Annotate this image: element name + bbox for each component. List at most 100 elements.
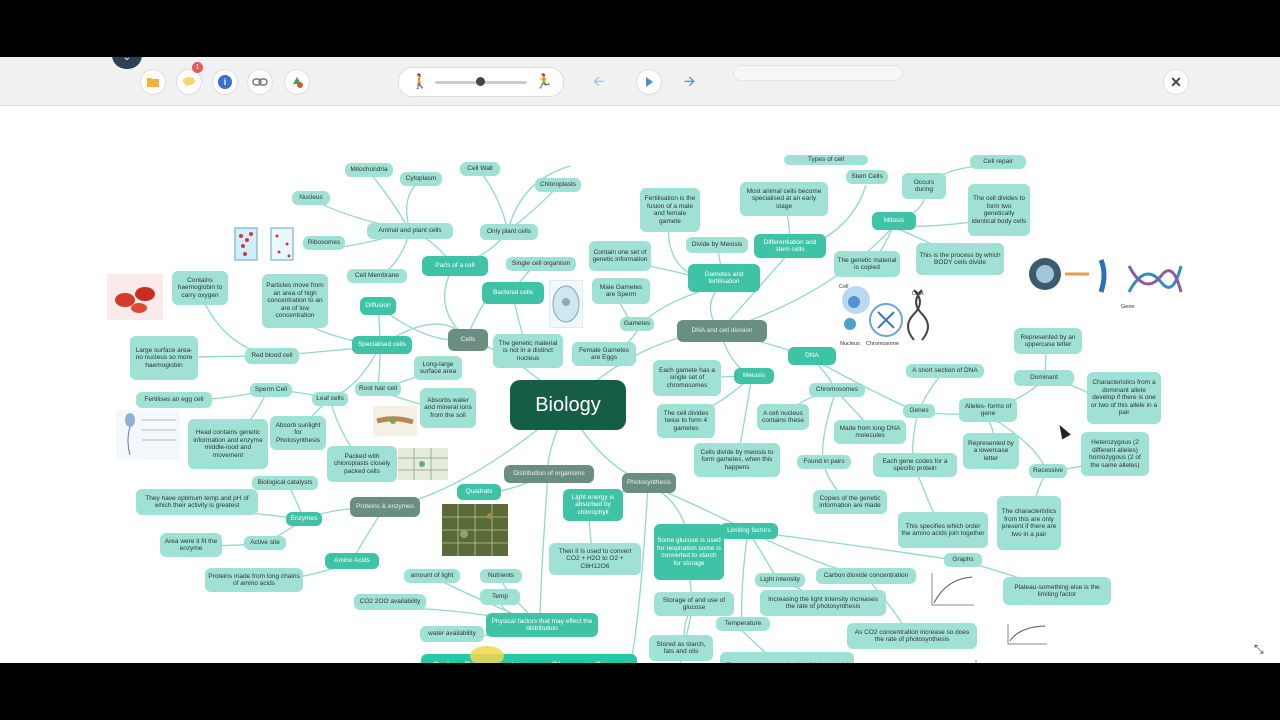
zoom-slider-handle[interactable]: [476, 77, 485, 86]
node-chloroplasts[interactable]: Chloroplasts: [535, 178, 581, 192]
node-represented-upper[interactable]: Represented by an uppercase letter: [1014, 328, 1082, 354]
node-genetic-material[interactable]: The genetic material is not in a distinc…: [493, 334, 563, 368]
node-types-of-cell[interactable]: Types of cell: [784, 155, 868, 165]
node-cells-divide-meiosis[interactable]: Cells divide by meiosis to form gametes,…: [694, 443, 780, 477]
comment-icon[interactable]: [176, 69, 202, 95]
node-optimum[interactable]: They have optimum temp and pH of which t…: [136, 489, 258, 515]
node-diffusion[interactable]: Diffusion: [360, 297, 396, 315]
node-stored-starch[interactable]: Stored as starch, fats and oils: [649, 635, 713, 661]
node-red-blood[interactable]: Red blood cell: [245, 348, 299, 364]
node-cell-wall[interactable]: Cell Wall: [460, 162, 500, 176]
node-graphs[interactable]: Graphs: [944, 553, 982, 567]
node-area-fit[interactable]: Area were it fit the enzyme: [160, 533, 222, 557]
node-enzymes[interactable]: Enzymes: [286, 512, 322, 526]
node-divide-meiosis[interactable]: Divide by Meiosis: [686, 237, 748, 253]
node-co2-avail[interactable]: CO2 2OO availability: [354, 594, 426, 610]
node-mitochondria[interactable]: Mitochondria: [345, 163, 393, 177]
node-absorb-sunlight[interactable]: Absorb sunlight for Photosynthesis: [270, 416, 326, 450]
search-input[interactable]: [733, 65, 903, 81]
node-cell-nucleus[interactable]: A cell nucleus contains these: [757, 404, 809, 430]
node-bacterial[interactable]: Bacterial cells: [482, 282, 544, 304]
link-icon[interactable]: [247, 69, 273, 95]
node-most-animal[interactable]: Most animal cells become specialised at …: [740, 182, 828, 216]
node-heterozygous[interactable]: Heterozygous (2 different alleles) homoz…: [1081, 432, 1149, 476]
node-mitosis[interactable]: Mitosis: [872, 212, 916, 230]
node-long-large[interactable]: Long-large surface area: [414, 356, 462, 380]
back-arrow-icon[interactable]: 🡨: [593, 73, 605, 89]
node-female-gametes[interactable]: Female Gametes are Eggs: [572, 342, 636, 366]
node-physical[interactable]: Physical factors that may effect the dis…: [486, 613, 598, 637]
node-absorbs-water[interactable]: Absorbs water and mineral ions from the …: [420, 388, 476, 428]
node-char-dominant[interactable]: Characteristics from a dominant allele d…: [1087, 372, 1161, 424]
folder-icon[interactable]: [140, 69, 166, 95]
node-some-glucose[interactable]: Some glucose is used for respiration som…: [654, 524, 724, 580]
node-packed[interactable]: Packed with chloroplasts closely packed …: [327, 446, 397, 482]
node-head-contains[interactable]: Head contains genetic information and en…: [188, 419, 268, 469]
node-only-plant[interactable]: Only plant cells: [480, 224, 538, 240]
play-icon[interactable]: [636, 69, 662, 95]
node-divides-twice[interactable]: The cell divides twice to form 4 gametes: [657, 404, 715, 438]
node-cells[interactable]: Cells: [448, 329, 488, 351]
chevron-down-icon[interactable]: ⌄: [112, 57, 142, 69]
node-single-cell[interactable]: Single cell organism: [506, 257, 576, 271]
node-cytoplasm[interactable]: Cytoplasm: [400, 172, 442, 186]
node-biological[interactable]: Biological catalysts: [252, 476, 318, 490]
run-icon[interactable]: 🏃: [535, 73, 553, 89]
node-dna-cell-division[interactable]: DNA and cell division: [677, 320, 767, 342]
node-light-intensity[interactable]: Light intensity: [755, 573, 805, 587]
node-as-co2[interactable]: As CO2 concentration increase so does th…: [847, 623, 977, 649]
node-photosynthesis[interactable]: Photosynthesis: [622, 473, 676, 493]
node-plants-cant[interactable]: Plants cant photosynthesise if it is too…: [720, 652, 854, 663]
node-water-avail[interactable]: water availability: [420, 626, 484, 642]
node-animal-plant[interactable]: Animal and plant cells: [367, 223, 453, 239]
node-male-gametes[interactable]: Male Gametes are Sperm: [592, 278, 650, 304]
close-icon[interactable]: ✕: [1163, 69, 1189, 95]
node-nutrients[interactable]: Nutrients: [480, 569, 522, 583]
node-root-hair[interactable]: Root hair cell: [355, 382, 401, 396]
node-copies-genetic[interactable]: Copies of the genetic information are ma…: [813, 490, 887, 514]
node-chromosomes[interactable]: Chromosomes: [809, 383, 865, 397]
node-dna[interactable]: DNA: [788, 347, 836, 365]
node-amino-acids[interactable]: Amino Acids: [325, 553, 379, 569]
node-parts-of-cell[interactable]: Parts of a cell: [422, 256, 488, 276]
node-made-long[interactable]: Made from long DNA molecules: [834, 420, 906, 444]
node-specialised[interactable]: Specialised cells: [352, 336, 412, 354]
walk-icon[interactable]: 🚶: [411, 73, 429, 89]
node-light-energy[interactable]: Light energy is absorbed by chlorophyll: [563, 489, 623, 521]
node-each-gamete[interactable]: Each gamete has a single set of chromoso…: [653, 360, 721, 396]
node-active-site[interactable]: Active site: [244, 536, 286, 550]
node-char-recessive[interactable]: The characteristics from this are only p…: [997, 496, 1061, 550]
node-fertilisation-fusion[interactable]: Fertilisation is the fusion of a male an…: [640, 188, 700, 232]
node-ribosomes[interactable]: Ribosomes: [303, 236, 345, 250]
node-particles-move[interactable]: Particles move from an area of high conc…: [262, 274, 328, 328]
forward-arrow-icon[interactable]: 🡪: [684, 73, 696, 89]
node-cell-membrane[interactable]: Cell Membrane: [347, 269, 407, 283]
node-large-surface[interactable]: Large surface area- no nucleus so more h…: [130, 336, 198, 380]
node-stem-cells[interactable]: Stem Cells: [846, 170, 888, 184]
node-temperature[interactable]: Temperature: [716, 617, 770, 631]
node-body-cells[interactable]: This is the process by which BODY cells …: [916, 243, 1004, 275]
node-temp[interactable]: Temp: [480, 589, 520, 605]
node-genes[interactable]: Genes: [903, 404, 935, 418]
node-gam-fert[interactable]: Gametes and fertilisation: [688, 264, 760, 292]
node-alleles[interactable]: Alleles- forms of gene: [959, 398, 1017, 422]
node-specifies-order[interactable]: This specifies which order the amino aci…: [898, 512, 988, 548]
node-fertilises[interactable]: Fertilises an egg cell: [136, 392, 212, 408]
node-differentiation[interactable]: Differentiation and stem cells: [754, 234, 826, 258]
info-icon[interactable]: i: [212, 69, 238, 95]
node-limiting[interactable]: Limiting factors: [720, 523, 778, 539]
node-recessive[interactable]: Recessive: [1029, 464, 1067, 478]
node-equation[interactable]: Carbon Dioxide+water——→ Glucose + Oxygen…: [421, 654, 637, 663]
node-co2-conc[interactable]: Carbon dioxide concentration: [816, 568, 916, 584]
node-increasing-light[interactable]: Increasing the light intensity increases…: [760, 590, 886, 616]
node-occurs-during[interactable]: Occurs during: [902, 173, 946, 199]
node-cell-repair[interactable]: Cell repair: [970, 155, 1026, 169]
node-proteins-made[interactable]: Proteins made from long chains of amino …: [205, 568, 303, 592]
node-plateau[interactable]: Plateau-something else is the limiting f…: [1003, 577, 1111, 605]
node-represented-lower[interactable]: Represented by a lowercase letter: [963, 433, 1019, 469]
node-meiosis[interactable]: Meiosis: [734, 368, 774, 384]
node-distribution[interactable]: Distribution of organisms: [504, 465, 594, 483]
node-proteins-enzymes[interactable]: Proteins & enzymes: [350, 497, 420, 517]
node-each-gene[interactable]: Each gene codes for a specific protein: [873, 453, 957, 477]
